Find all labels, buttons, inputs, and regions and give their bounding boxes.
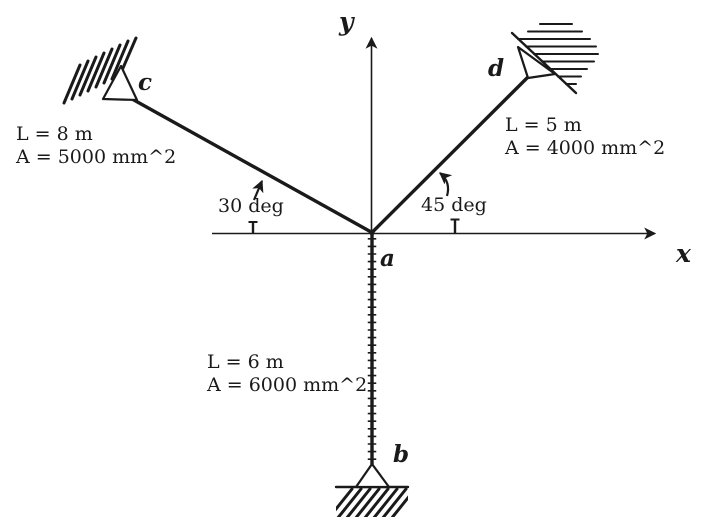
member-ad-area-label: A = 4000 mm^2 — [504, 137, 665, 159]
member-ab-properties: L = 6 m A = 6000 mm^2 — [206, 351, 367, 396]
member-ad-length-label: L = 5 m — [505, 114, 582, 136]
joint-a-label: a — [380, 245, 395, 272]
member-ac — [131, 97, 374, 235]
support-b-triangle — [354, 462, 391, 489]
coordinate-axes: x y — [212, 7, 692, 268]
angle-30-label: 30 deg — [218, 195, 284, 217]
member-ad-properties: L = 5 m A = 4000 mm^2 — [504, 114, 665, 159]
angle-annotation-30deg: 30 deg — [218, 179, 284, 234]
member-ac-length-label: L = 8 m — [16, 123, 93, 145]
support-c — [62, 36, 139, 105]
angle-45-label: 45 deg — [421, 194, 487, 216]
member-ad — [370, 75, 530, 235]
x-axis-label: x — [675, 239, 692, 268]
member-ab-length-label: L = 6 m — [207, 351, 284, 373]
member-ac-area-label: A = 5000 mm^2 — [15, 146, 176, 168]
support-b-hatching — [336, 488, 408, 517]
joint-a-node — [369, 229, 375, 236]
support-d-triangle — [516, 45, 557, 80]
joint-d-label: d — [488, 55, 504, 82]
member-ac-properties: L = 8 m A = 5000 mm^2 — [15, 123, 176, 168]
support-d-hatching — [517, 23, 599, 85]
support-b — [334, 462, 410, 517]
support-d-wall-line — [510, 31, 578, 95]
member-ab-area-label: A = 6000 mm^2 — [206, 374, 367, 396]
support-d — [510, 23, 599, 95]
angle-45-pointer-arrow — [439, 172, 453, 197]
y-axis-label: y — [338, 7, 355, 36]
angle-annotation-45deg: 45 deg — [421, 172, 487, 233]
joint-c-label: c — [138, 69, 152, 96]
joint-b-label: b — [393, 441, 409, 468]
angle-30-pointer-arrow — [252, 179, 264, 201]
support-c-hatching — [62, 36, 138, 105]
member-ac-line — [131, 97, 374, 235]
member-ad-line — [370, 75, 530, 235]
support-c-triangle — [101, 64, 139, 102]
